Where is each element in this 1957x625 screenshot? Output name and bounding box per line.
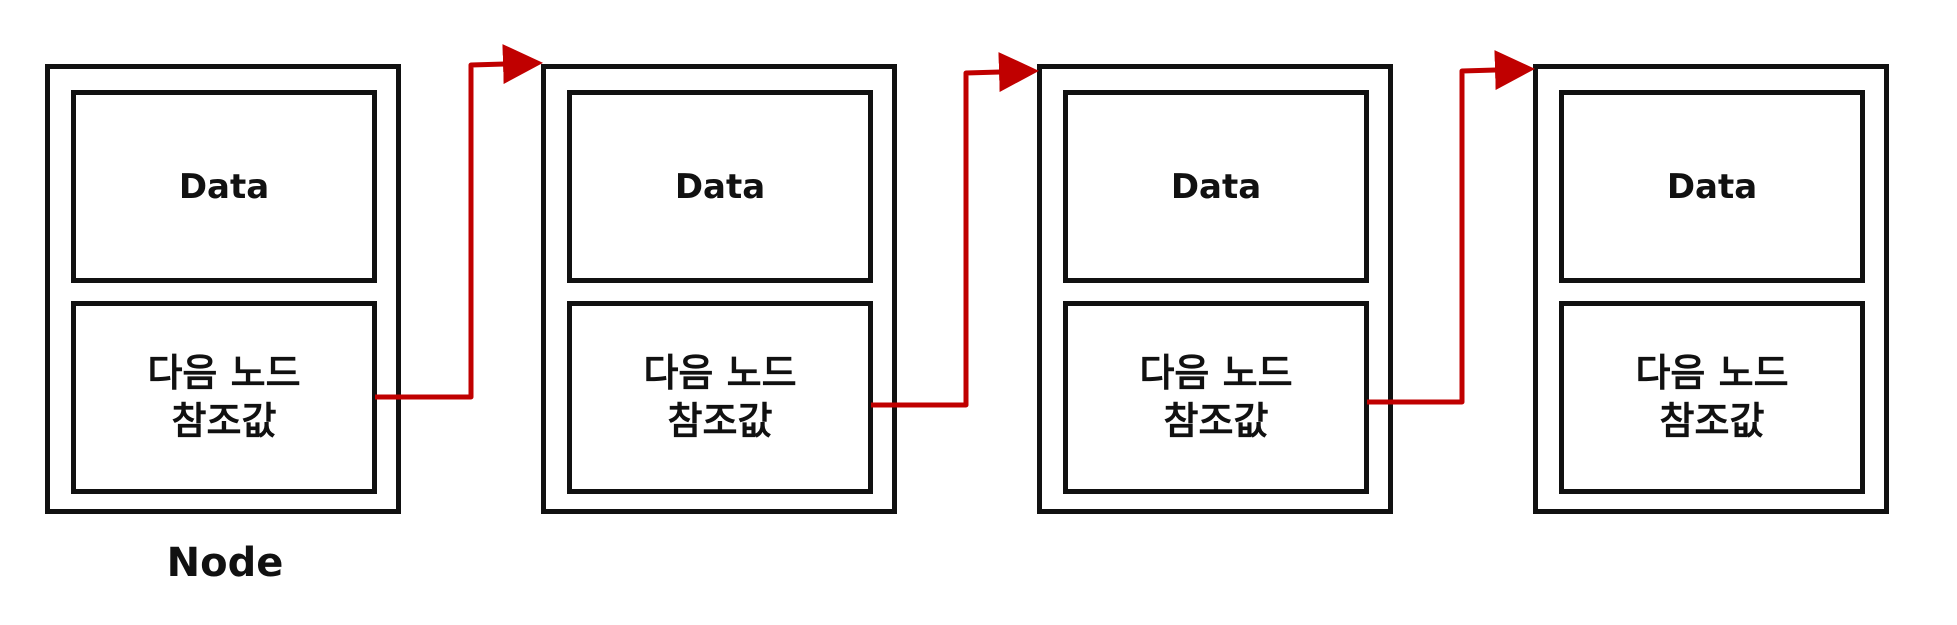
node-ref-label-line1: 다음 노드	[147, 351, 301, 395]
node-1: Data 다음 노드 참조값	[45, 64, 401, 514]
node-ref-label-line1: 다음 노드	[643, 351, 797, 395]
node-data-field: Data	[1559, 90, 1865, 283]
node-next-reference-field: 다음 노드 참조값	[1063, 301, 1369, 494]
node-ref-label-line2: 참조값	[171, 398, 277, 443]
node-3: Data 다음 노드 참조값	[1037, 64, 1393, 514]
node-caption: Node	[166, 540, 284, 586]
node-4: Data 다음 노드 참조값	[1533, 64, 1889, 514]
node-2: Data 다음 노드 참조값	[541, 64, 897, 514]
node-ref-label-line1: 다음 노드	[1635, 351, 1789, 395]
node-data-label: Data	[1170, 166, 1262, 207]
node-next-reference-field: 다음 노드 참조값	[567, 301, 873, 494]
link-arrow-1-to-2	[375, 44, 543, 400]
node-data-field: Data	[71, 90, 377, 283]
node-ref-label-line2: 참조값	[1163, 398, 1269, 443]
node-ref-label-line2: 참조값	[667, 398, 773, 443]
node-data-label: Data	[178, 166, 270, 207]
node-next-reference-field: 다음 노드 참조값	[1559, 301, 1865, 494]
link-arrow-2-to-3	[871, 52, 1039, 408]
node-next-reference-field: 다음 노드 참조값	[71, 301, 377, 494]
node-data-field: Data	[567, 90, 873, 283]
node-ref-label-line2: 참조값	[1659, 398, 1765, 443]
link-arrow-3-to-4	[1367, 50, 1535, 405]
node-ref-label-line1: 다음 노드	[1139, 351, 1293, 395]
node-data-field: Data	[1063, 90, 1369, 283]
node-data-label: Data	[674, 166, 766, 207]
node-data-label: Data	[1666, 166, 1758, 207]
